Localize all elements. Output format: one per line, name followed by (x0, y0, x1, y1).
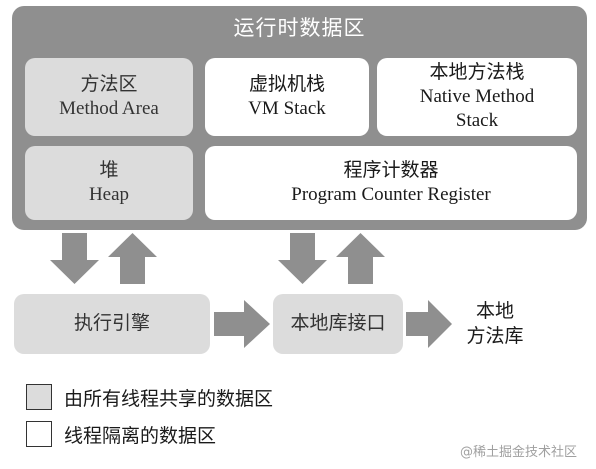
vm-stack-box: 虚拟机栈 VM Stack (205, 58, 369, 136)
native-interface-label: 本地库接口 (290, 312, 386, 335)
arrow-engine-to-interface (214, 300, 270, 348)
arrow-up-from-engine (108, 233, 157, 284)
program-counter-box: 程序计数器 Program Counter Register (205, 146, 577, 220)
arrow-down-to-interface (278, 233, 327, 284)
native-method-stack-box: 本地方法栈 Native Method Stack (377, 58, 577, 136)
heap-zh: 堆 (99, 159, 119, 182)
legend-isolated-swatch (26, 421, 52, 447)
arrow-down-to-engine (50, 233, 99, 284)
legend-shared-text: 由所有线程共享的数据区 (64, 388, 274, 410)
runtime-data-area-title: 运行时数据区 (233, 16, 366, 40)
method-area-box: 方法区 Method Area (25, 58, 193, 136)
vm-stack-zh: 虚拟机栈 (248, 73, 325, 96)
program-counter-zh: 程序计数器 (343, 159, 439, 182)
vm-stack-en: VM Stack (248, 98, 326, 119)
arrow-interface-to-library (406, 300, 452, 348)
native-method-stack-en-2: Stack (455, 109, 499, 131)
legend-isolated-text: 线程隔离的数据区 (64, 425, 217, 447)
watermark: @稀土掘金技术社区 (460, 445, 578, 460)
program-counter-en: Program Counter Register (291, 184, 491, 205)
native-method-stack-zh: 本地方法栈 (429, 61, 525, 84)
native-library-line1: 本地 (475, 300, 514, 323)
native-library-label: 本地 方法库 (435, 294, 555, 354)
native-interface-box: 本地库接口 (273, 294, 403, 354)
heap-box: 堆 Heap (25, 146, 193, 220)
execution-engine-label: 执行引擎 (73, 312, 150, 335)
legend-shared-swatch (26, 384, 52, 410)
method-area-en: Method Area (59, 98, 159, 119)
native-method-stack-en-1: Native Method (419, 86, 535, 108)
arrow-up-from-interface (336, 233, 385, 284)
native-library-line2: 方法库 (466, 325, 524, 347)
heap-en: Heap (88, 184, 130, 205)
method-area-zh: 方法区 (80, 73, 138, 96)
execution-engine-box: 执行引擎 (14, 294, 210, 354)
